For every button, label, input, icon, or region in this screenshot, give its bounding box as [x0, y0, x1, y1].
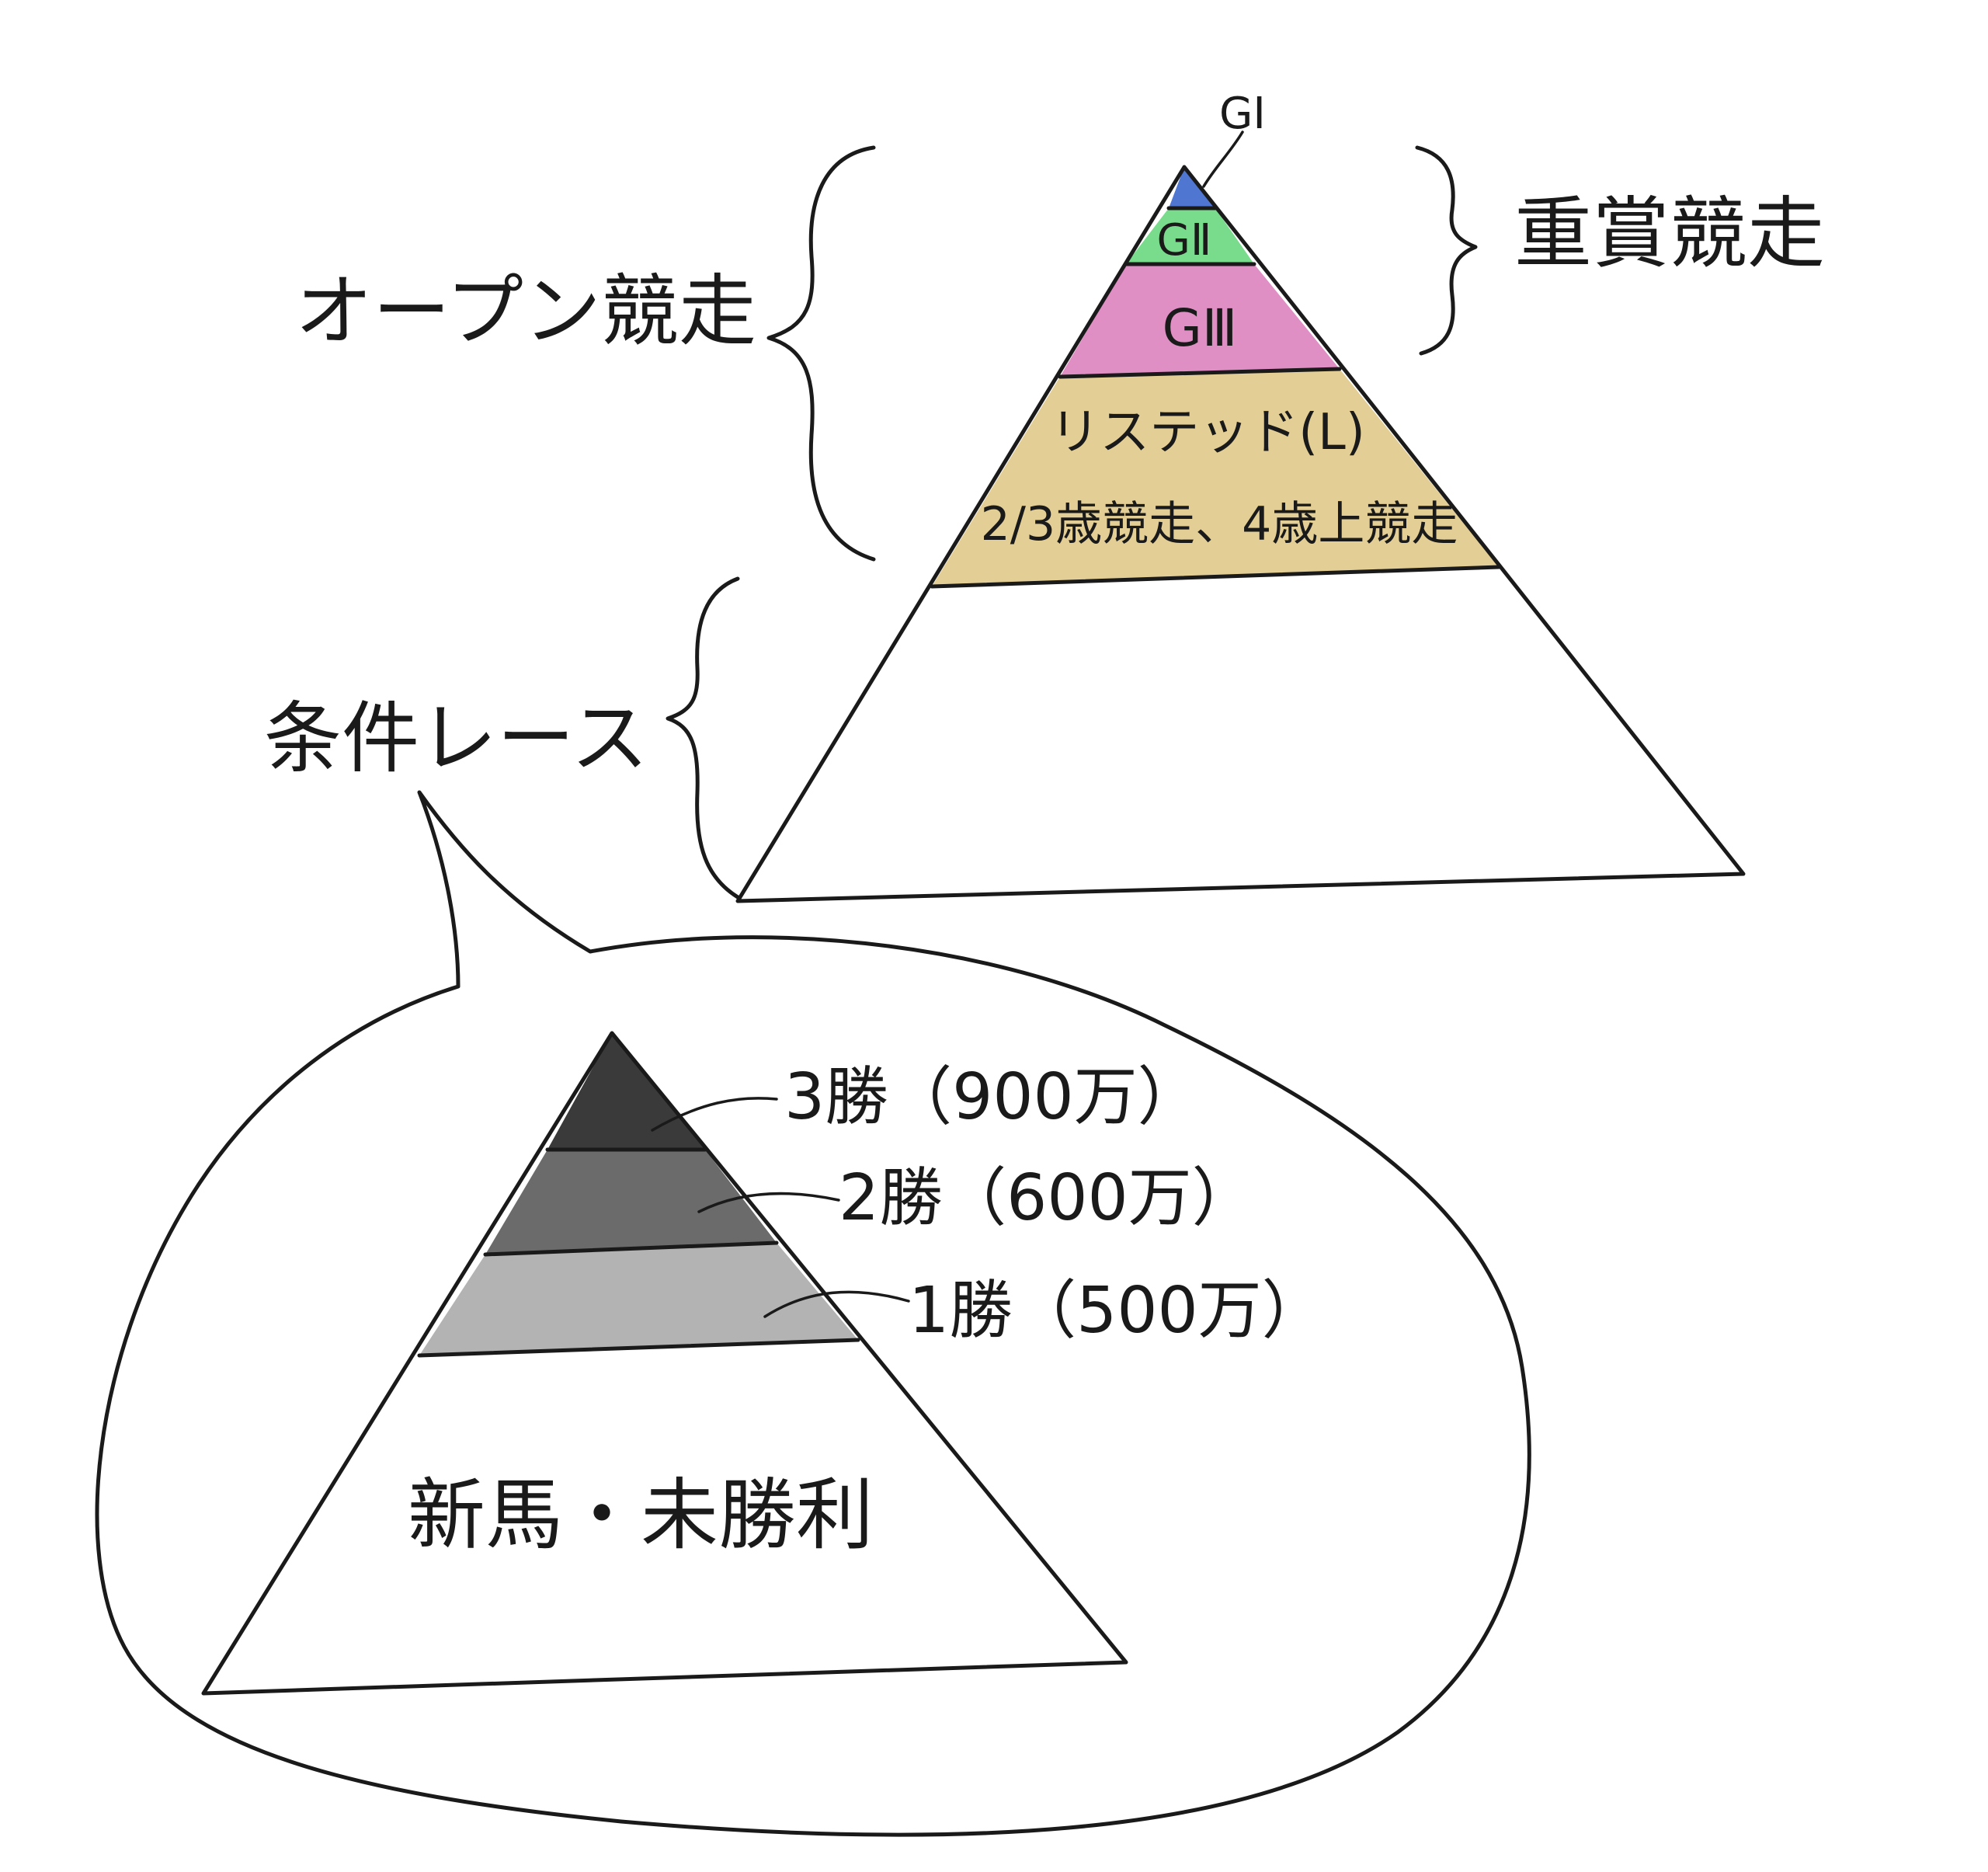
tier-win1 — [419, 1243, 858, 1355]
win3-label: 3勝（900万） — [784, 1060, 1201, 1134]
win2-label: 2勝（600万） — [839, 1161, 1256, 1235]
win3-leader-line — [651, 1097, 778, 1132]
tier-win3 — [547, 1033, 705, 1150]
tier-listed — [932, 369, 1499, 586]
tier-g2 — [1126, 208, 1254, 264]
tier-win2 — [485, 1150, 777, 1254]
open-race-label: オープン競走 — [295, 266, 756, 357]
listed-sublabel: 2/3歳競走、4歳上競走 — [981, 497, 1458, 552]
win1-label: 1勝（500万） — [909, 1274, 1326, 1348]
divider-win2-win1 — [483, 1240, 779, 1257]
graded-pyramid: GⅠ GⅡ GⅢ リステッド(L) 2/3歳競走、4歳上競走 — [735, 89, 1746, 903]
base-label: 新馬・未勝利 — [408, 1470, 874, 1561]
win2-leader-line — [697, 1192, 840, 1213]
speech-bubble — [95, 790, 1531, 1837]
condition-pyramid: 3勝（900万） 2勝（600万） 1勝（500万） 新馬・未勝利 — [201, 1031, 1326, 1696]
graded-race-label: 重賞競走 — [1514, 188, 1825, 279]
condition-pyramid-outline — [201, 1031, 1128, 1696]
g1-leader-line — [1202, 130, 1244, 188]
graded-pyramid-outline — [735, 165, 1746, 903]
divider-listed-condition — [930, 565, 1501, 589]
tier-g1 — [1169, 167, 1215, 208]
condition-race-brace — [666, 576, 740, 899]
g2-label: GⅡ — [1157, 215, 1212, 266]
condition-race-label: 条件レース — [264, 693, 648, 784]
g3-label: GⅢ — [1163, 298, 1238, 358]
divider-g3-listed — [1058, 367, 1342, 379]
listed-label: リステッド(L) — [1050, 404, 1365, 461]
open-race-brace — [766, 145, 876, 562]
g1-label: GⅠ — [1219, 89, 1266, 139]
divider-win1-base — [417, 1338, 860, 1358]
graded-race-brace — [1415, 145, 1478, 356]
win1-leader-line — [763, 1290, 910, 1318]
tier-g3 — [1060, 264, 1340, 377]
